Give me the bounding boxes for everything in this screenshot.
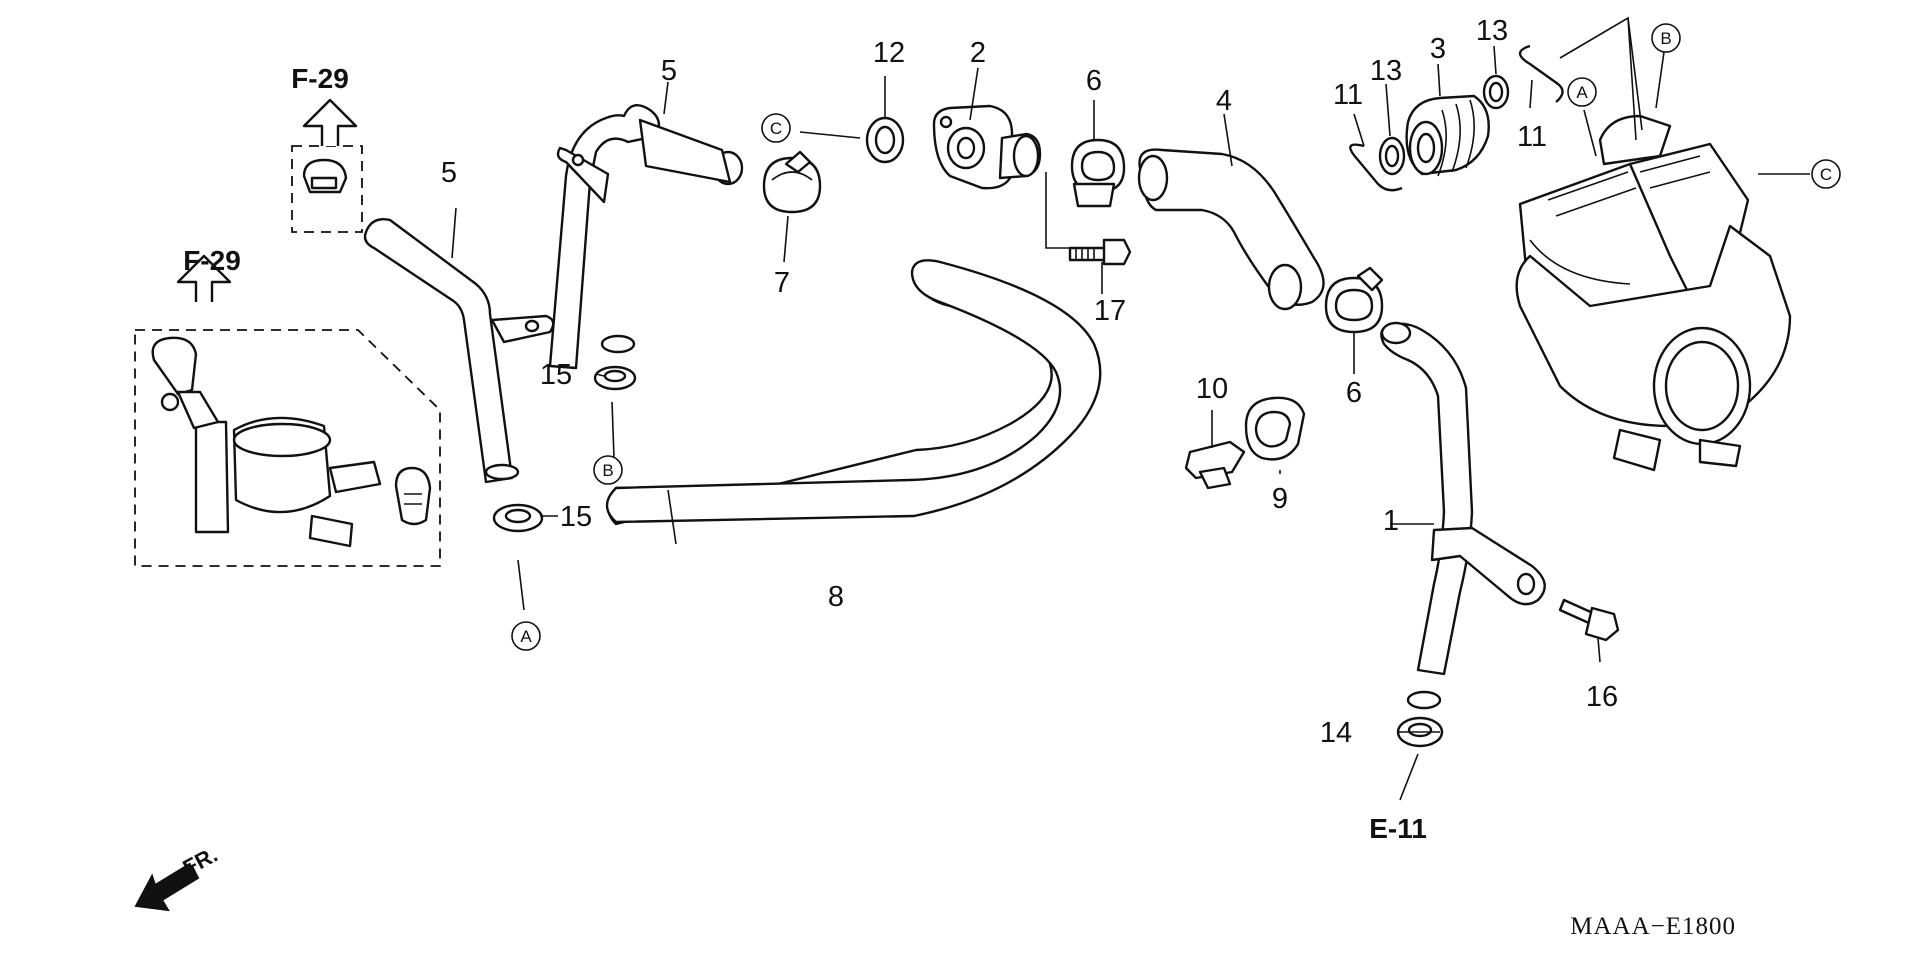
reference-labels: F-29 F-29 E-11 [183, 63, 1427, 844]
callout-13-left: 13 [1370, 55, 1402, 87]
callout-10: 10 [1196, 373, 1228, 405]
callout-labels: 1 2 3 4 5 5 6 6 7 8 9 10 11 11 12 13 13 … [441, 15, 1618, 749]
callout-13-right: 13 [1476, 15, 1508, 47]
seal-15-left [492, 503, 544, 533]
callout-11-left: 11 [1333, 79, 1363, 111]
pipe-5-middle [548, 104, 744, 370]
callout-3: 3 [1430, 33, 1446, 65]
svg-text:A: A [520, 627, 532, 646]
clamp-9 [1244, 396, 1306, 461]
svg-text:B: B [602, 461, 613, 480]
callout-12: 12 [873, 37, 905, 69]
bolt-16 [1558, 598, 1620, 642]
callout-6-top: 6 [1086, 65, 1102, 97]
o-ring-12 [865, 116, 905, 164]
svg-text:C: C [1820, 165, 1832, 184]
clamp-6-top [1070, 138, 1126, 208]
ref-f29-top: F-29 [291, 63, 349, 94]
clip-11-left [1349, 143, 1403, 192]
water-outlet-2 [932, 104, 1042, 190]
callout-1: 1 [1383, 505, 1399, 537]
sleeve-3 [1405, 94, 1490, 177]
ref-e11: E-11 [1369, 813, 1427, 844]
circle-a-left: A [511, 621, 541, 651]
hose-4 [1137, 148, 1325, 311]
pipe-1 [1380, 321, 1546, 710]
callout-8: 8 [828, 581, 844, 613]
callout-2: 2 [970, 37, 986, 69]
clamp-7 [762, 150, 822, 214]
f29-thermostat-group [134, 254, 441, 567]
circle-a-right: A [1567, 77, 1597, 107]
svg-text:A: A [1576, 83, 1588, 102]
circle-b-right: B [1651, 23, 1681, 53]
hose-8-body [605, 259, 1102, 524]
f29-left-arrow [176, 254, 232, 302]
callout-5-left: 5 [441, 157, 457, 189]
engine-block [1515, 114, 1792, 472]
o-ring-13-left [1378, 136, 1406, 176]
f29-clip-group [291, 98, 363, 233]
leader-lines [451, 16, 1810, 801]
front-direction-arrow: FR. [134, 842, 222, 912]
clip-11-right [1518, 44, 1564, 103]
callout-9: 9 [1272, 483, 1288, 515]
callout-11-right: 11 [1517, 121, 1547, 153]
callout-15-middle: 15 [540, 359, 572, 391]
bolt-17 [1068, 238, 1132, 266]
callout-7: 7 [774, 267, 790, 299]
seal-15-middle [593, 365, 637, 391]
drawing-code: MAAA−E1800 [1570, 913, 1736, 940]
clip-10 [1184, 440, 1246, 490]
callout-16: 16 [1586, 681, 1618, 713]
circle-c-left: C [761, 113, 791, 143]
f29-top-arrow [302, 98, 358, 146]
circle-c-right: C [1811, 159, 1841, 189]
callout-5-middle: 5 [661, 55, 677, 87]
callout-17: 17 [1094, 295, 1126, 327]
clamp-6-lower [1324, 266, 1384, 334]
callout-15-left: 15 [560, 501, 592, 533]
svg-text:B: B [1660, 29, 1671, 48]
callout-4: 4 [1216, 85, 1232, 117]
circle-b-middle: B [593, 455, 623, 485]
callout-6-lower: 6 [1346, 377, 1362, 409]
o-ring-13-right [1482, 74, 1510, 110]
svg-text:C: C [770, 119, 782, 138]
circled-references: A B C A B C [511, 23, 1841, 651]
callout-14: 14 [1320, 717, 1352, 749]
ref-f29-left: F-29 [183, 245, 241, 276]
pipe-5-left [363, 218, 555, 484]
